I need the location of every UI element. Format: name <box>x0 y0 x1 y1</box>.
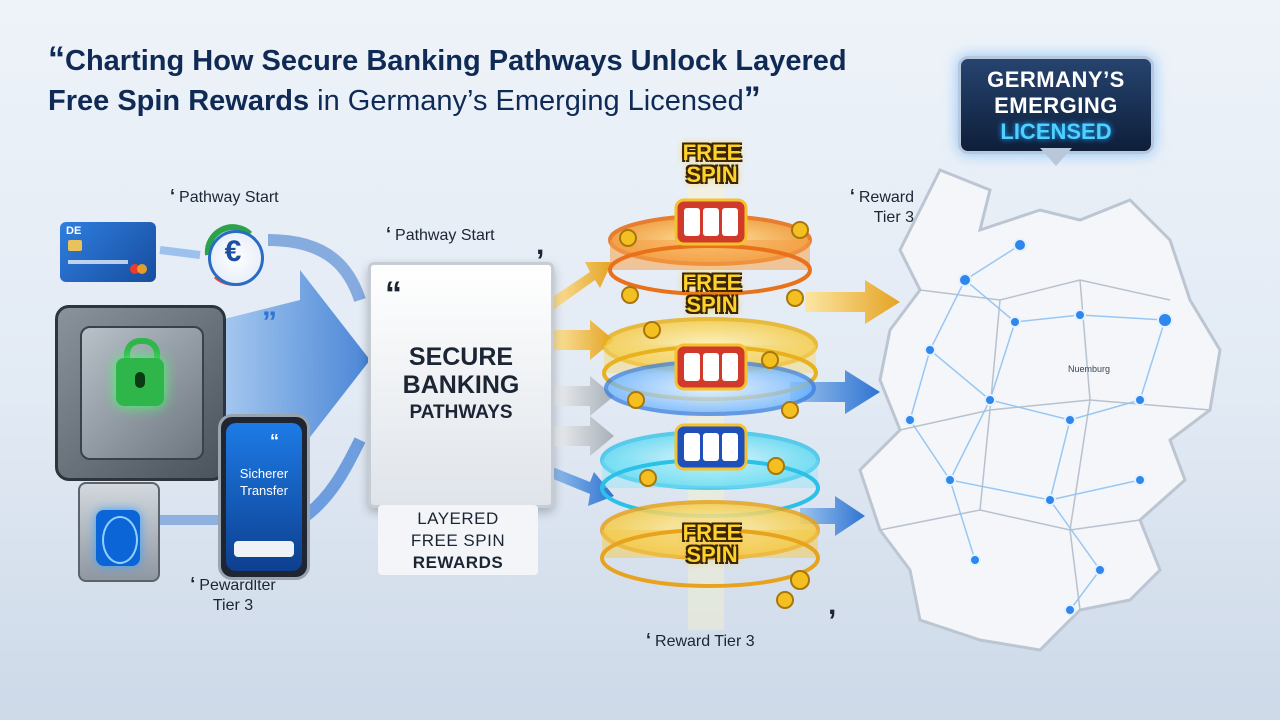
arrow-blue-curve-top <box>267 234 366 302</box>
phone-quote-mark: “ <box>270 431 279 451</box>
credit-card-icon: DE <box>60 222 156 282</box>
euro-exchange-icon: € <box>200 222 266 288</box>
secure-banking-pathways-box: “ SECURE BANKING PATHWAYS <box>368 262 554 508</box>
network-nodes <box>904 238 1173 616</box>
tier-ring-5-bottom <box>600 528 820 588</box>
rewards-line-2: FREE SPIN <box>410 531 506 550</box>
arrow-gold-out <box>805 280 900 324</box>
arrow-blue-card <box>159 246 201 259</box>
fingerprint-pad <box>96 510 140 566</box>
padlock-shackle <box>124 338 160 370</box>
arrow-silver-2 <box>550 416 614 456</box>
reward-tier-tower <box>600 198 820 609</box>
tier-ring-1-bottom <box>608 244 812 296</box>
map-city-label: Nuemburg <box>1068 364 1110 374</box>
vault-icon <box>55 305 226 481</box>
box-line-3: PATHWAYS <box>409 402 513 423</box>
label-reward-tier-3-bottom: ‘Reward Tier 3 <box>646 630 755 650</box>
fingerprint-icon <box>102 516 138 564</box>
arrow-gold-1 <box>548 262 612 310</box>
quote-mark-deco-3: , <box>828 588 836 621</box>
keyhole-icon <box>135 372 145 388</box>
germany-map: Nuemburg <box>858 168 1222 652</box>
label-pathway-start-2: ‘Pathway Start <box>386 224 495 244</box>
badge-pointer <box>1040 148 1072 166</box>
slot-reel-icon-1 <box>674 198 748 246</box>
card-chip-icon <box>68 240 82 251</box>
quote-mark-deco-2: , <box>536 228 544 261</box>
rewards-line-1: LAYERED <box>417 509 499 528</box>
germany-licensed-badge: GERMANY’S EMERGING LICENSED <box>958 56 1154 154</box>
tier-band-5 <box>602 530 818 558</box>
label-pathway-start-1: ‘Pathway Start <box>170 186 279 206</box>
card-brand-icon <box>130 264 140 274</box>
germany-outline <box>858 168 1222 652</box>
gold-coins-icon <box>619 221 810 609</box>
box-line-1: SECURE <box>408 343 514 371</box>
arrow-blue-out-2 <box>800 496 865 536</box>
arrow-blue-out-1 <box>790 370 880 414</box>
rewards-line-3: REWARDS <box>412 553 504 572</box>
phone-button-bar <box>234 541 294 557</box>
badge-line-2: EMERGING <box>994 93 1118 118</box>
card-brand-icon-2 <box>137 264 147 274</box>
badge-line-3: LICENSED <box>1000 119 1112 144</box>
arrow-blue-main <box>220 270 370 450</box>
slot-reel-icon-2 <box>674 343 748 391</box>
quote-mark-deco-1: ” <box>262 306 277 339</box>
page-title: “Charting How Secure Banking Pathways Un… <box>48 40 847 118</box>
map-region-borders <box>879 279 1211 611</box>
arrow-gold-2 <box>550 320 614 360</box>
arrow-blue-3 <box>546 466 614 506</box>
slot-reel-icon-3 <box>674 423 748 471</box>
euro-symbol: € <box>224 235 242 268</box>
fingerprint-reader-icon <box>78 482 160 582</box>
euro-coin <box>208 230 264 286</box>
card-country-label: DE <box>66 225 82 237</box>
badge-line-1: GERMANY’S <box>987 67 1125 92</box>
box-line-2: BANKING <box>402 371 520 399</box>
box-quote-mark: “ <box>385 275 402 313</box>
layered-free-spin-rewards-label: LAYERED FREE SPIN REWARDS <box>378 505 538 575</box>
arrow-silver-1 <box>550 376 614 416</box>
card-number-strip <box>68 260 128 264</box>
